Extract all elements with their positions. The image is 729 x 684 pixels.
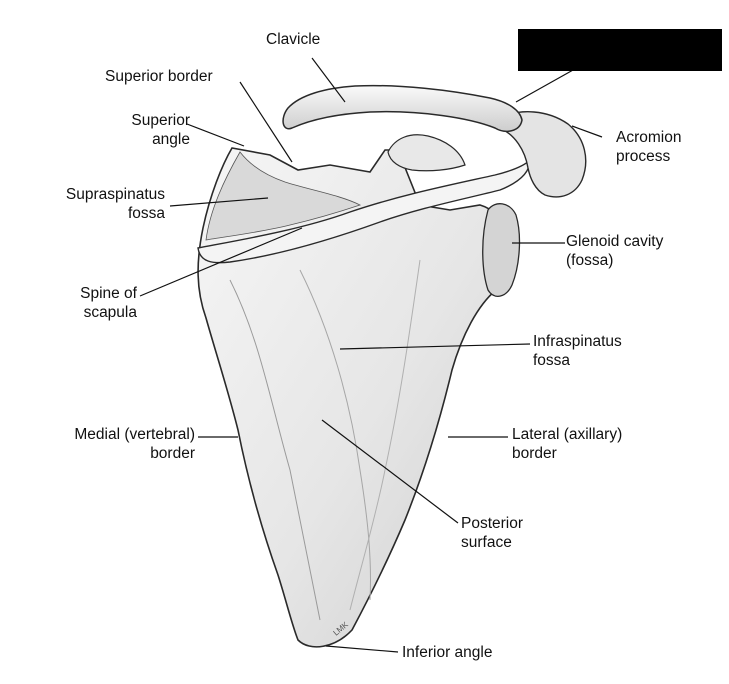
label-lateral-border: Lateral (axillary) border xyxy=(512,426,623,462)
coracoid-bump xyxy=(387,134,466,172)
supraspinatus-fossa-region xyxy=(205,151,362,241)
redaction-box xyxy=(518,29,722,71)
leader-superior-angle xyxy=(186,123,245,147)
leader-spine xyxy=(139,227,303,297)
label-posterior-surface: Posterior surface xyxy=(461,515,524,551)
leader-superior-border xyxy=(239,81,293,163)
label-clavicle: Clavicle xyxy=(266,31,321,48)
label-acromion-process: Acromion process xyxy=(616,129,682,165)
clavicle-shape xyxy=(282,84,523,133)
posterior-ridge xyxy=(299,269,372,601)
leader-supraspinatus xyxy=(169,197,269,207)
label-infraspinatus-fossa: Infraspinatus fossa xyxy=(533,333,622,369)
label-glenoid-cavity: Glenoid cavity (fossa) xyxy=(566,233,664,269)
leader-posterior-surface xyxy=(321,419,459,524)
label-spine-of-scapula: Spine of scapula xyxy=(80,285,137,321)
infraspinatus-shading xyxy=(229,279,321,621)
lateral-ridge xyxy=(349,259,421,611)
glenoid-shape xyxy=(482,203,521,297)
leader-lines xyxy=(139,55,603,653)
label-supraspinatus-fossa: Supraspinatus fossa xyxy=(65,186,165,222)
acromion-shape xyxy=(499,111,587,198)
label-superior-border: Superior border xyxy=(105,68,213,85)
leader-infraspinatus xyxy=(339,343,531,350)
leader-inferior-angle xyxy=(325,645,399,653)
label-medial-border: Medial (vertebral) border xyxy=(74,426,195,462)
label-superior-angle: Superior angle xyxy=(131,112,190,148)
label-inferior-angle: Inferior angle xyxy=(402,644,493,661)
leader-acromion xyxy=(571,125,603,138)
leader-clavicle xyxy=(311,57,346,103)
